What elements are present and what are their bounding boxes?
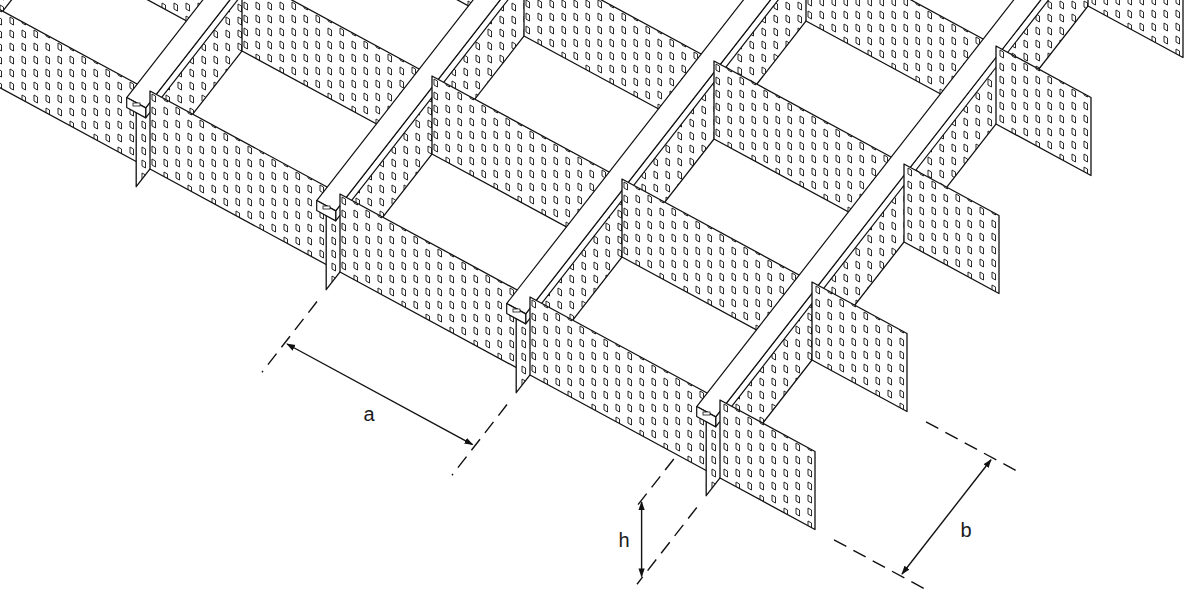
dimension-label: h	[618, 530, 629, 550]
dimension-lines	[262, 302, 1021, 592]
grid	[0, 0, 1183, 530]
dimension-label: b	[960, 520, 971, 540]
dimension-label: a	[363, 404, 374, 424]
